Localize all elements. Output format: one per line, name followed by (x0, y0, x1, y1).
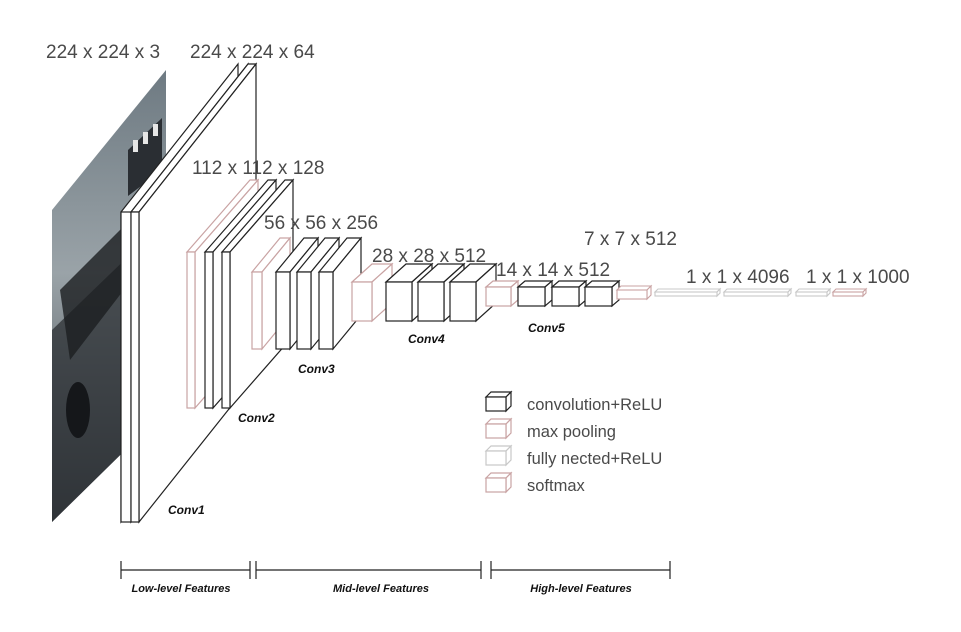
legend-softmax-label: softmax (527, 477, 586, 495)
dim-conv5-label: 14 x 14 x 512 (496, 260, 610, 281)
conv4-block-label: Conv4 (408, 332, 445, 346)
high-level-features-label: High-level Features (530, 583, 631, 595)
mid-level-features-label: Mid-level Features (333, 583, 429, 595)
conv2-block-label: Conv2 (238, 411, 275, 425)
legend-conv-label: convolution+ReLU (527, 396, 662, 414)
legend-pool-swatch (484, 417, 513, 440)
legend: convolution+ReLU max pooling fully necte… (484, 390, 662, 495)
dim-conv2-label: 112 x 112 x 128 (192, 158, 324, 179)
dim-input-label: 224 x 224 x 3 (46, 42, 160, 63)
dim-pool5-label: 7 x 7 x 512 (584, 229, 677, 250)
legend-fc-swatch (484, 444, 513, 467)
conv1-block-label: Conv1 (168, 503, 205, 517)
dim-output-label: 1 x 1 x 1000 (806, 267, 910, 288)
conv3-block-label: Conv3 (298, 362, 335, 376)
dim-conv3-label: 56 x 56 x 256 (264, 213, 378, 234)
legend-pool-label: max pooling (527, 423, 616, 441)
legend-fc-label: fully nected+ReLU (527, 450, 662, 468)
low-level-features-label: Low-level Features (131, 583, 230, 595)
conv5-block-label: Conv5 (528, 321, 565, 335)
dim-fc-label: 1 x 1 x 4096 (686, 267, 790, 288)
conv4-layers (350, 262, 498, 323)
conv5-layers (484, 279, 621, 308)
dim-conv1-label: 224 x 224 x 64 (190, 42, 315, 63)
fc-layers (615, 284, 868, 301)
dim-conv4-label: 28 x 28 x 512 (372, 246, 486, 267)
feature-brackets (120, 561, 671, 579)
legend-softmax-swatch (484, 471, 513, 494)
legend-conv-swatch (484, 390, 513, 413)
conv3-layers (250, 236, 363, 351)
